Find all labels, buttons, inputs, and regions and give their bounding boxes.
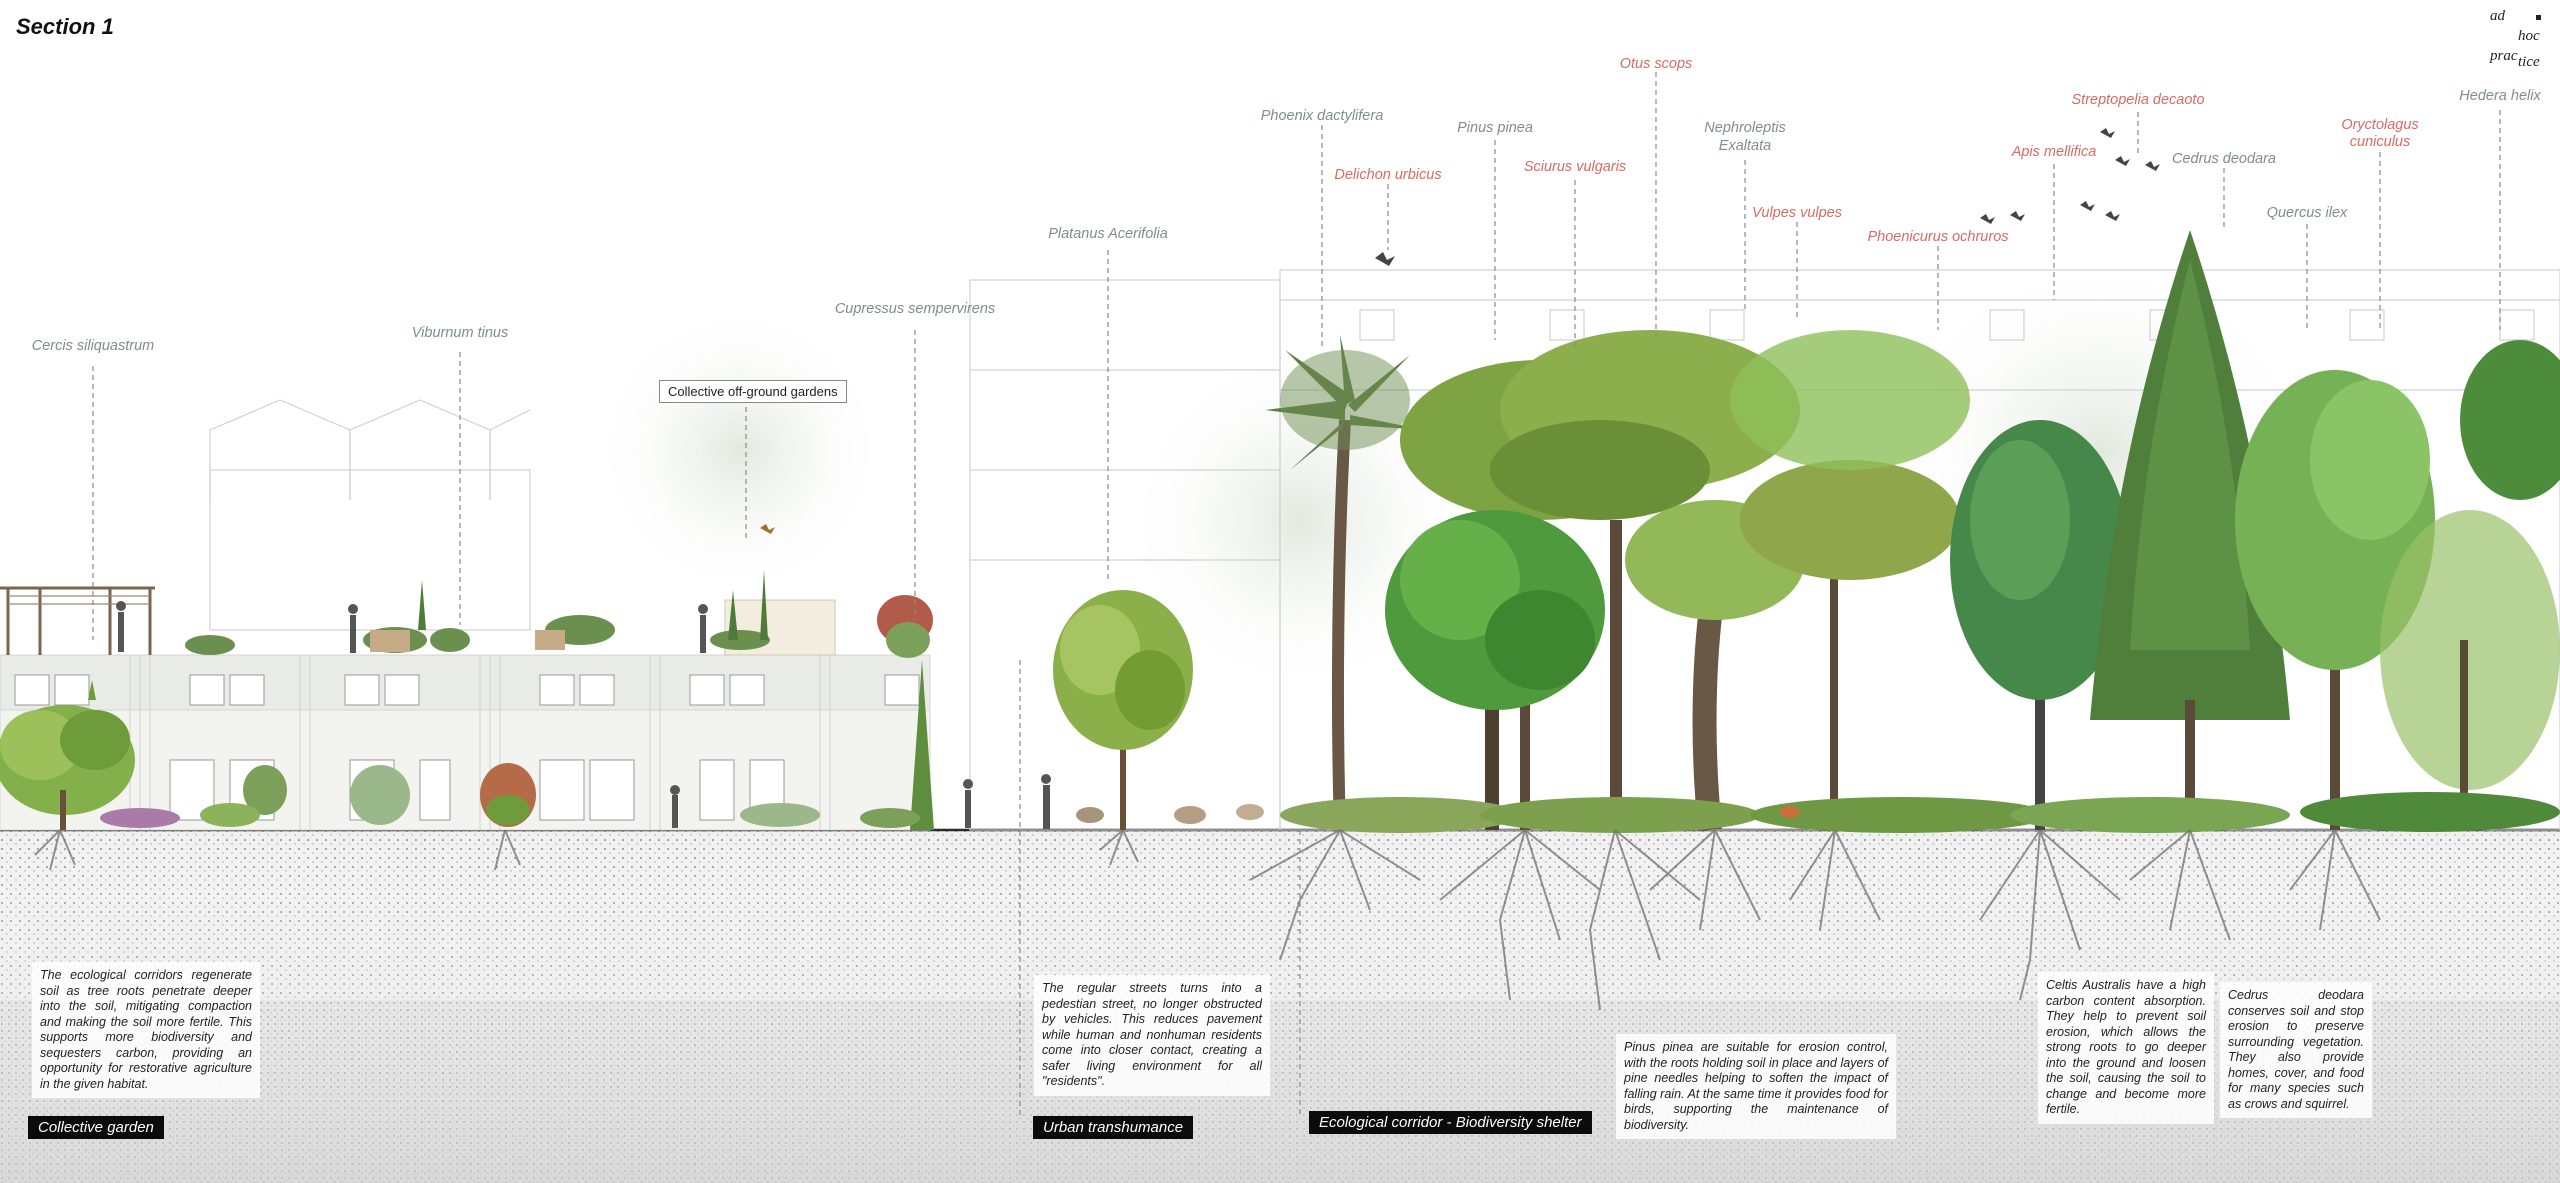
left-vegetation [0,660,934,830]
housing-block [0,570,933,831]
people-and-animals [116,601,1800,829]
leader-lines [92,72,2501,1115]
platanus-tree [1053,590,1193,830]
corridor-trees [1265,230,2560,833]
tree-roots [34,829,2381,1011]
birds [760,128,2160,534]
